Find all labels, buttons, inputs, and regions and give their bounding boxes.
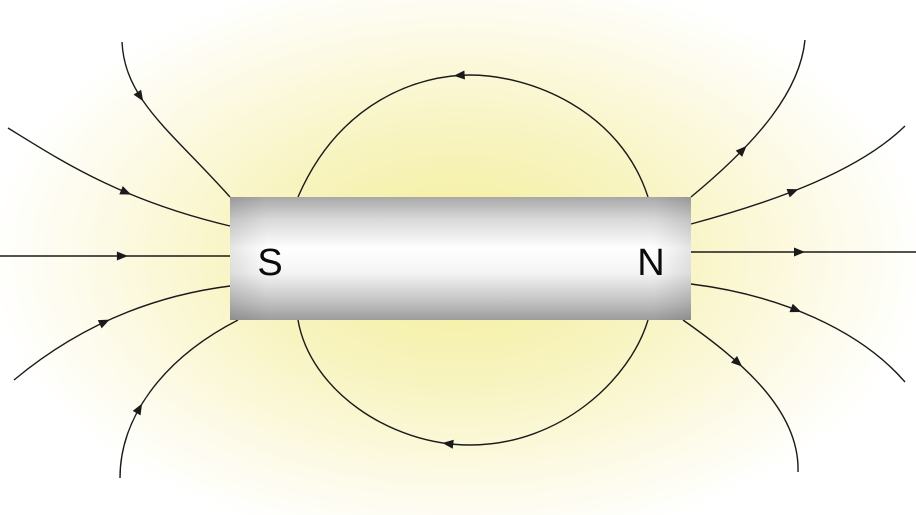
field-line-right-center-arrow-icon [794, 247, 805, 257]
north-pole-label: N [637, 242, 664, 284]
field-line-left-top-2-arrow-icon [119, 186, 132, 195]
field-line-left-top-1-arrow-icon [133, 89, 144, 102]
field-line-right-top-1-arrow-icon [735, 145, 747, 157]
field-line-left-bottom-1-arrow-icon [132, 403, 143, 416]
field-line-right-top-2-arrow-icon [786, 189, 799, 198]
field-line-right-top-1 [690, 39, 806, 198]
field-line-left-top-1 [121, 41, 231, 198]
field-line-top-loop-arrow-icon [453, 70, 465, 80]
field-line-left-bottom-1 [119, 319, 239, 479]
south-pole-label: S [257, 242, 282, 284]
field-line-left-top-2 [7, 127, 231, 227]
field-line-right-bottom-2 [690, 283, 906, 383]
field-line-bottom-loop [297, 319, 649, 446]
field-line-right-bottom-2-arrow-icon [789, 303, 802, 313]
field-line-right-top-2 [690, 125, 906, 225]
bar-magnet: S N [230, 197, 691, 320]
field-line-left-bottom-2 [13, 285, 231, 381]
field-line-top-loop [297, 74, 649, 198]
field-line-right-bottom-1 [682, 319, 799, 473]
field-lines [0, 39, 916, 479]
field-line-right-bottom-1-arrow-icon [731, 355, 743, 367]
magnet-shading [230, 197, 691, 320]
field-line-bottom-loop-arrow-icon [442, 439, 454, 449]
field-line-left-center-arrow-icon [116, 251, 128, 261]
field-line-left-bottom-2-arrow-icon [97, 319, 110, 329]
